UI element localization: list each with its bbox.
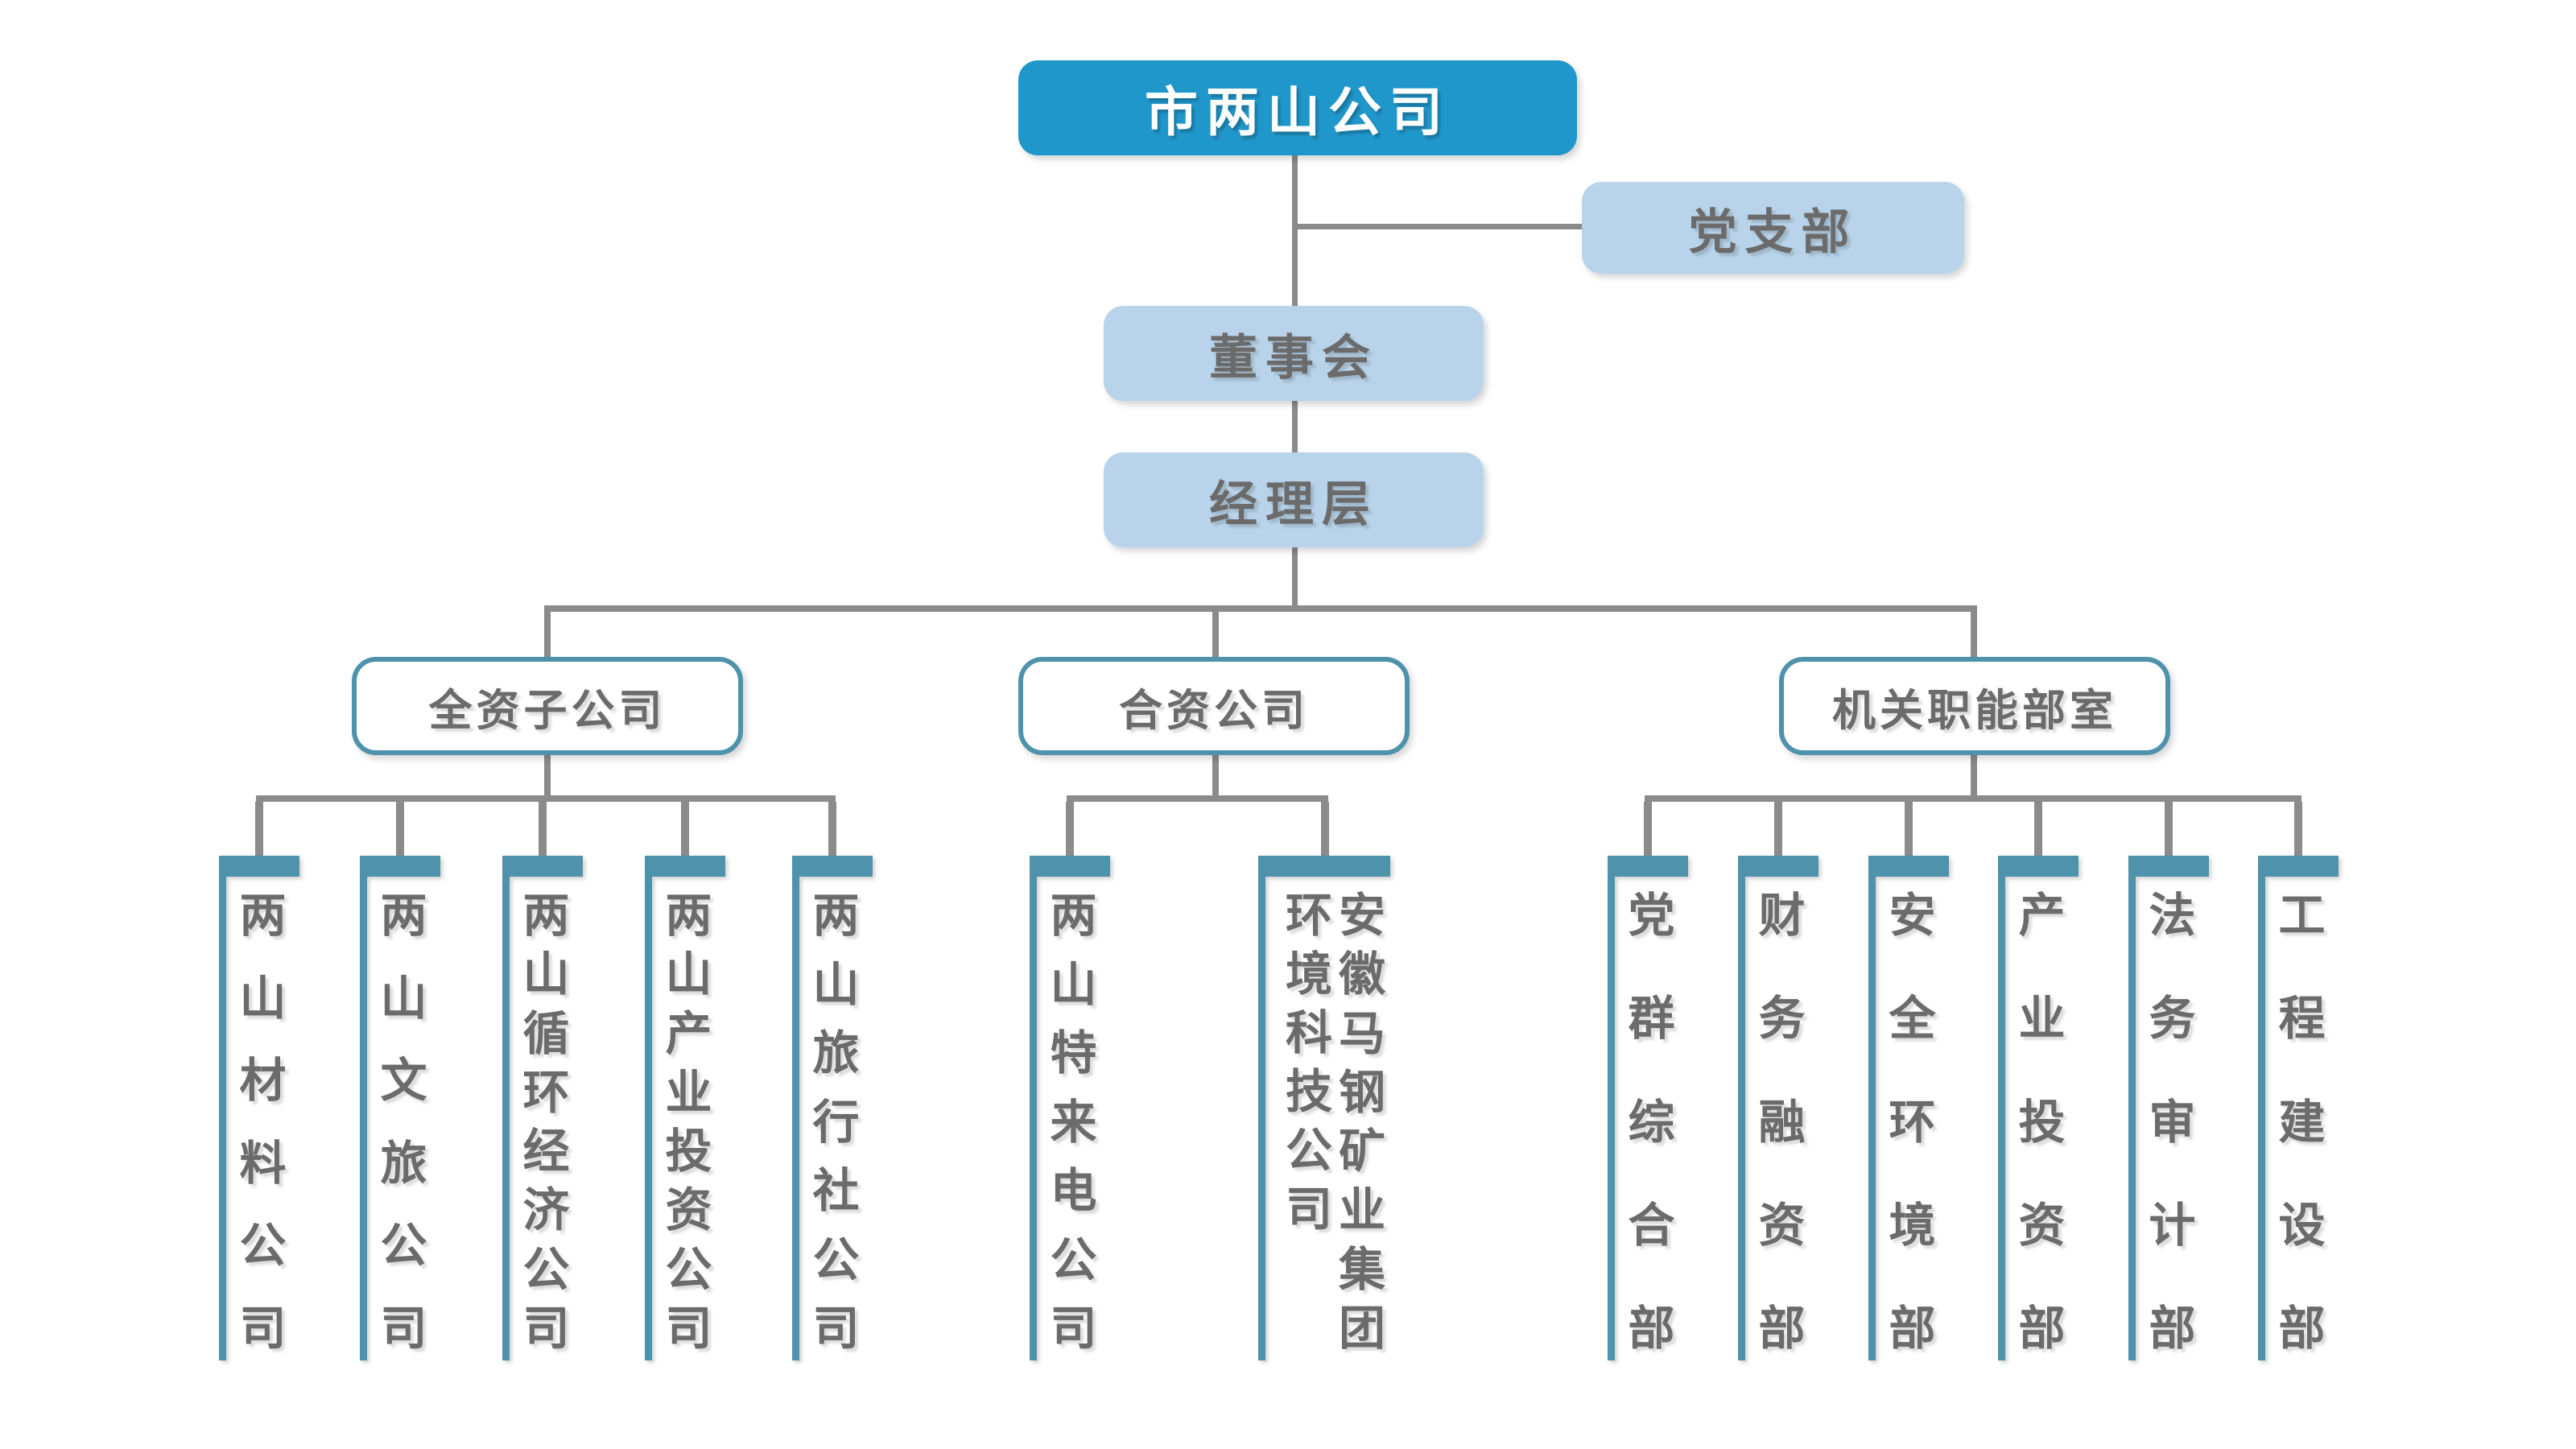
node-management-label: 经理层: [1209, 477, 1378, 531]
drop-dept-1: [1644, 802, 1652, 858]
drop-dept-5: [2165, 802, 2173, 858]
column-left-line: [1608, 877, 1615, 1360]
drop-jv-2: [1321, 802, 1329, 858]
node-company-root-label: 市两山公司: [1145, 82, 1451, 142]
node-dept-engineering-label: 工程建设部: [2278, 890, 2326, 1355]
node-company-root: 市两山公司: [1018, 60, 1577, 155]
node-party-branch: 党支部: [1582, 182, 1964, 274]
node-subsidiary-culture-tourism: 两山文旅公司: [360, 856, 440, 1360]
node-dept-legal-audit-label: 法务审计部: [2149, 890, 2196, 1355]
node-jv-magang-environment-label-part2: 环境科技公司: [1285, 890, 1332, 1236]
column-top-bar: [1608, 856, 1688, 877]
column-top-bar: [1030, 856, 1110, 877]
node-dept-industry-investment-label: 产业投资部: [2018, 890, 2066, 1355]
column-top-bar: [645, 856, 725, 877]
distribution-line-subsidiaries: [256, 795, 836, 802]
column-left-line: [645, 877, 652, 1360]
node-dept-safety-environment: 安全环境部: [1868, 856, 1949, 1360]
drop-sub-3: [539, 802, 547, 858]
column-left-line: [2258, 877, 2265, 1360]
node-subsidiary-materials-label: 两山材料公司: [239, 890, 287, 1355]
stub-joint-venture: [1212, 752, 1219, 799]
drop-dept-6: [2294, 802, 2302, 858]
node-subsidiaries-group-label: 全资子公司: [428, 686, 667, 735]
node-departments-group-label: 机关职能部室: [1832, 686, 2117, 735]
node-subsidiary-culture-tourism-label: 两山文旅公司: [380, 890, 427, 1355]
node-dept-party-masses-label: 党群综合部: [1628, 890, 1675, 1355]
node-party-branch-label: 党支部: [1688, 204, 1858, 259]
node-subsidiary-industry-investment-label: 两山产业投资公司: [665, 890, 712, 1355]
column-top-bar: [2128, 856, 2209, 877]
branch-horizontal-line: [544, 605, 1977, 612]
stub-subsidiaries: [544, 752, 551, 799]
node-subsidiary-industry-investment: 两山产业投资公司: [645, 856, 725, 1360]
column-top-bar: [2258, 856, 2339, 877]
column-left-line: [502, 877, 510, 1360]
column-top-bar: [219, 856, 299, 877]
column-left-line: [1030, 877, 1037, 1360]
column-top-bar: [1738, 856, 1818, 877]
column-left-line: [792, 877, 799, 1360]
drop-jv-1: [1066, 802, 1074, 858]
node-subsidiary-travel-agency: 两山旅行社公司: [792, 856, 873, 1360]
column-left-line: [219, 877, 226, 1360]
column-top-bar: [1258, 856, 1390, 877]
node-dept-engineering: 工程建设部: [2258, 856, 2339, 1360]
column-top-bar: [1998, 856, 2079, 877]
connector-to-party-branch: [1292, 224, 1585, 229]
connector-root-to-board: [1292, 155, 1298, 309]
distribution-line-joint-venture: [1067, 795, 1328, 802]
drop-dept-3: [1905, 802, 1913, 858]
column-top-bar: [502, 856, 583, 877]
node-dept-safety-environment-label: 安全环境部: [1889, 890, 1936, 1355]
node-subsidiaries-group: 全资子公司: [352, 657, 743, 755]
column-top-bar: [1868, 856, 1949, 877]
node-subsidiary-travel-agency-label: 两山旅行社公司: [812, 890, 860, 1355]
column-left-line: [2128, 877, 2136, 1360]
column-top-bar: [360, 856, 440, 877]
drop-sub-1: [255, 802, 263, 858]
node-jv-magang-environment: 安徽马钢矿业集团 环境科技公司: [1258, 856, 1390, 1360]
node-board-label: 董事会: [1209, 330, 1378, 385]
node-dept-industry-investment: 产业投资部: [1998, 856, 2079, 1360]
column-left-line: [1738, 877, 1745, 1360]
drop-to-subsidiaries-box: [544, 605, 551, 660]
node-joint-venture-group: 合资公司: [1018, 657, 1410, 755]
node-subsidiary-materials: 两山材料公司: [219, 856, 299, 1360]
drop-sub-5: [828, 802, 836, 858]
drop-to-departments-box: [1971, 605, 1977, 660]
column-left-line: [1868, 877, 1876, 1360]
node-management: 经理层: [1104, 452, 1484, 547]
stub-departments: [1971, 752, 1977, 799]
node-jv-magang-environment-label-part1: 安徽马钢矿业集团: [1338, 890, 1385, 1355]
node-dept-finance: 财务融资部: [1738, 856, 1818, 1360]
node-dept-finance-label: 财务融资部: [1758, 890, 1806, 1355]
drop-sub-2: [396, 802, 404, 858]
column-left-line: [1258, 877, 1265, 1360]
column-left-line: [1998, 877, 2005, 1360]
node-board: 董事会: [1104, 306, 1484, 401]
drop-to-joint-venture-box: [1212, 605, 1219, 660]
connector-board-to-management: [1292, 401, 1298, 456]
distribution-line-departments: [1645, 795, 2301, 802]
column-left-line: [360, 877, 367, 1360]
drop-dept-4: [2034, 802, 2042, 858]
node-jv-teld: 两山特来电公司: [1030, 856, 1110, 1360]
node-departments-group: 机关职能部室: [1779, 657, 2170, 755]
node-jv-teld-label: 两山特来电公司: [1050, 890, 1097, 1355]
drop-dept-2: [1774, 802, 1782, 858]
node-subsidiary-circular-economy-label: 两山循环经济公司: [522, 890, 570, 1355]
drop-sub-4: [681, 802, 689, 858]
node-joint-venture-group-label: 合资公司: [1119, 686, 1309, 735]
connector-management-to-branchline: [1292, 547, 1298, 609]
node-dept-legal-audit: 法务审计部: [2128, 856, 2209, 1360]
node-dept-party-masses: 党群综合部: [1608, 856, 1688, 1360]
node-subsidiary-circular-economy: 两山循环经济公司: [502, 856, 583, 1360]
column-top-bar: [792, 856, 873, 877]
